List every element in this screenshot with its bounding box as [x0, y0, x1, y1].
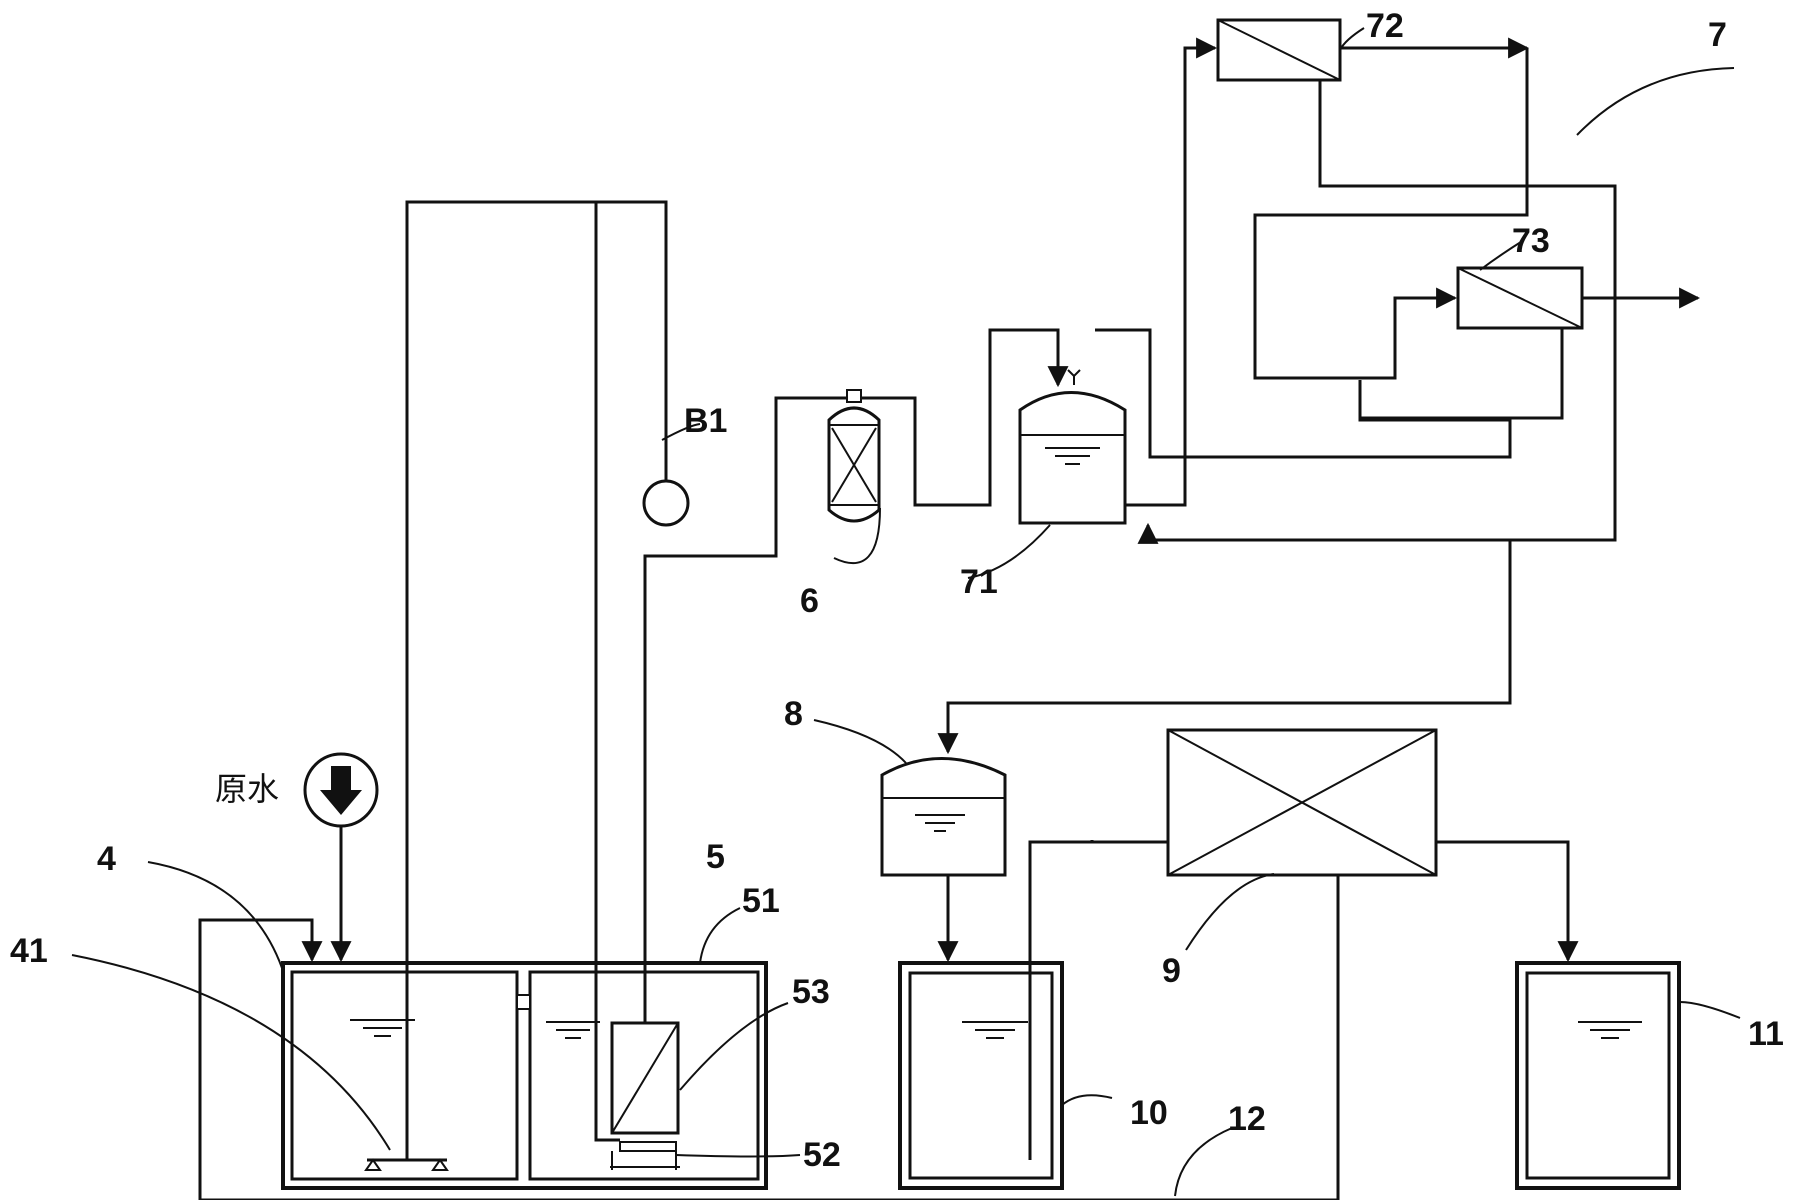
label-5: 5: [706, 838, 725, 876]
label-10: 10: [1130, 1094, 1168, 1132]
regulating-tank-4: [290, 970, 519, 1181]
water-level-icon: [1578, 1021, 1642, 1039]
unit-9: [1166, 728, 1438, 877]
tank-71: [1018, 369, 1127, 525]
aerator-52: [610, 1141, 680, 1170]
label-8: 8: [784, 695, 803, 733]
tank-11: [1515, 961, 1681, 1190]
aerator-41: [364, 1158, 449, 1171]
label-73: 73: [1512, 222, 1550, 260]
water-level-icon: [546, 1021, 600, 1039]
label-51: 51: [742, 882, 780, 920]
label-9: 9: [1162, 952, 1181, 990]
label-b1: B1: [684, 402, 727, 440]
membrane-module-53: [610, 1021, 680, 1135]
label-7: 7: [1708, 16, 1727, 54]
tank-10: [898, 961, 1064, 1190]
label-71: 71: [960, 563, 998, 601]
water-level-icon: [350, 1019, 415, 1037]
water-level-icon: [962, 1021, 1028, 1039]
tank-8: [880, 757, 1007, 877]
label-52: 52: [803, 1136, 841, 1174]
label-6: 6: [800, 582, 819, 620]
label-4: 4: [97, 840, 116, 878]
raw-water-inlet: [303, 752, 379, 828]
filter-column-6: [827, 389, 881, 523]
label-12: 12: [1228, 1100, 1266, 1138]
label-41: 41: [10, 932, 48, 970]
membrane-73: [1456, 266, 1584, 330]
label-72: 72: [1366, 7, 1404, 45]
label-11: 11: [1748, 1015, 1784, 1053]
pump-b1-icon: [642, 479, 690, 527]
membrane-72: [1216, 18, 1342, 82]
label-53: 53: [792, 973, 830, 1011]
raw-water-label: 原水: [215, 770, 279, 808]
